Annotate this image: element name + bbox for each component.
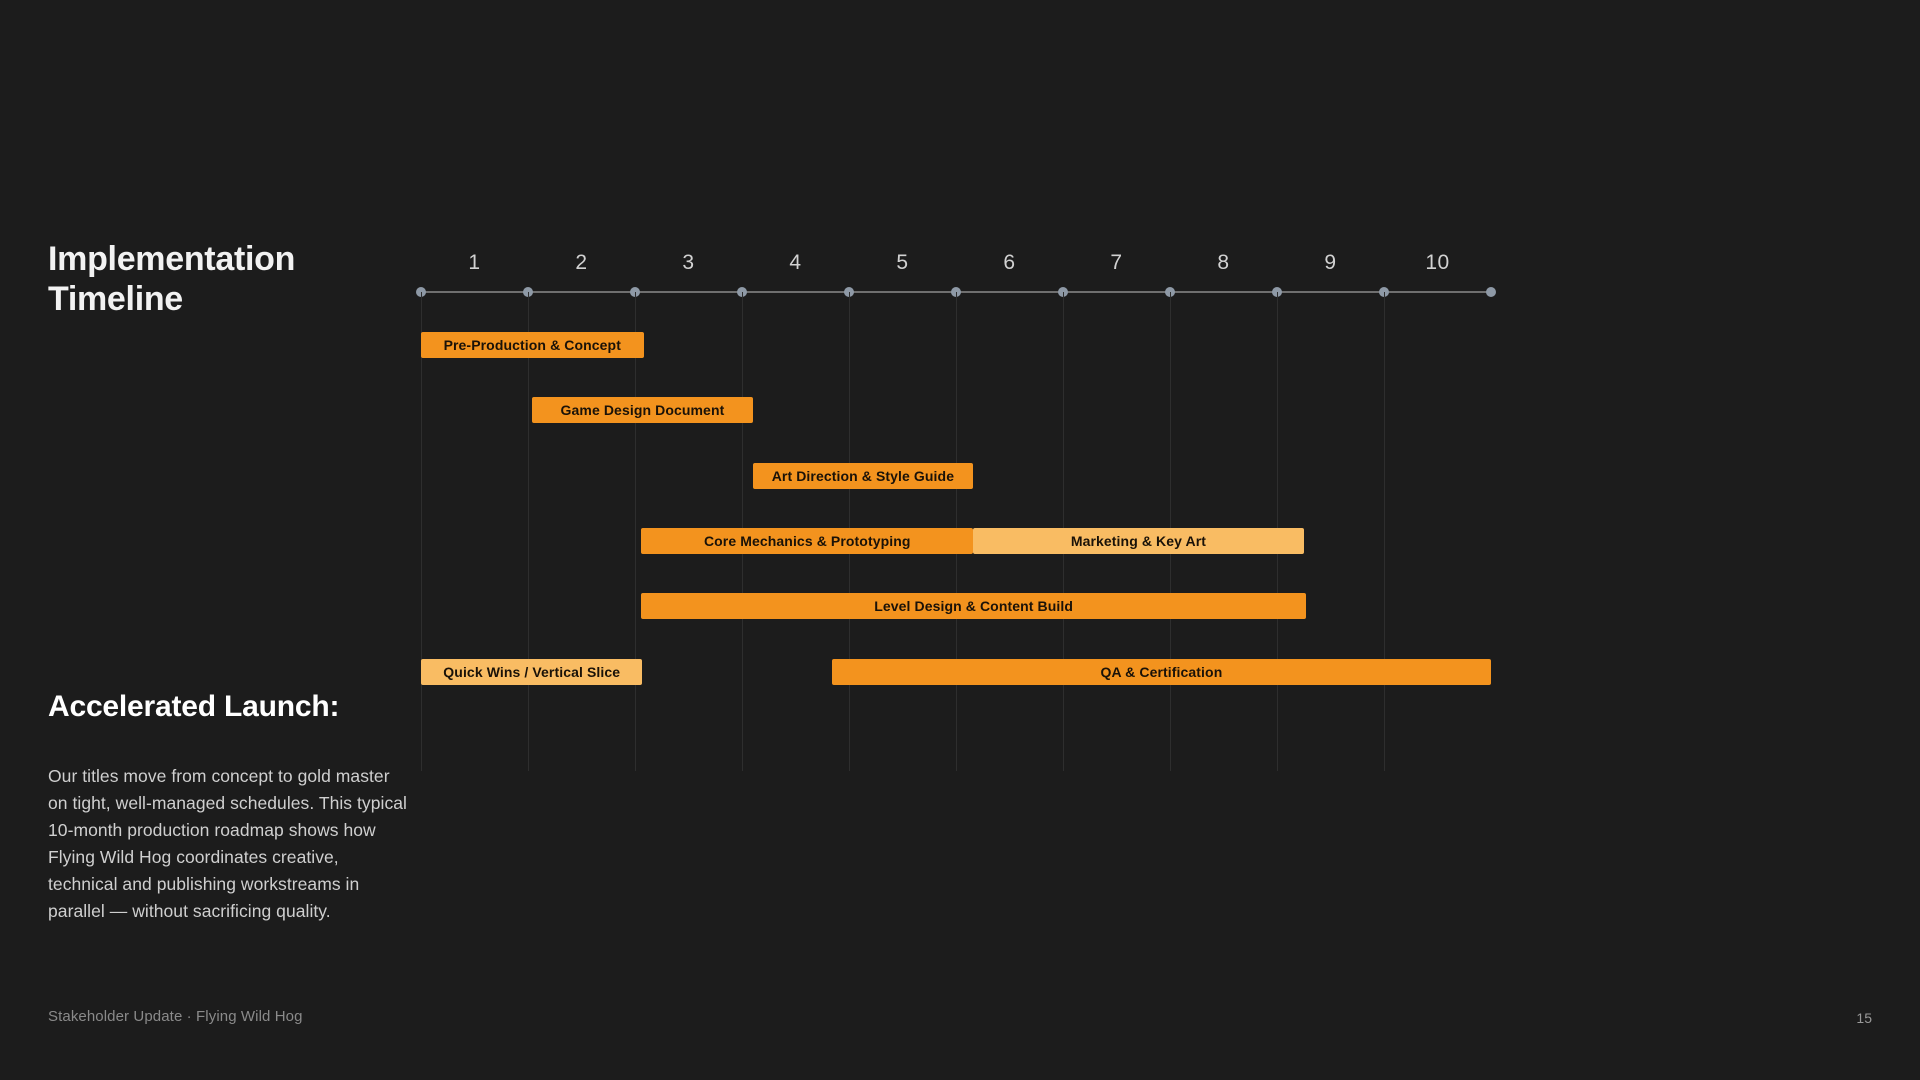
section-heading: Accelerated Launch:	[48, 690, 340, 723]
month-label: 2	[575, 251, 588, 274]
month-label: 1	[468, 251, 481, 274]
gantt-bar[interactable]: Art Direction & Style Guide	[752, 462, 974, 489]
month-label: 5	[896, 251, 909, 274]
month-label: 4	[789, 251, 802, 274]
gantt-bar[interactable]: Marketing & Key Art	[973, 527, 1304, 554]
month-label: 7	[1110, 251, 1123, 274]
month-label: 9	[1324, 251, 1337, 274]
grid-line	[1384, 292, 1385, 771]
page-title-line-1: Implementation	[48, 240, 296, 278]
grid-line	[635, 292, 636, 771]
page-title-line-2: Timeline	[48, 279, 183, 318]
month-label: 3	[682, 251, 695, 274]
gantt-bar[interactable]: Core Mechanics & Prototyping	[641, 527, 974, 554]
gantt-bar[interactable]: Quick Wins / Vertical Slice	[421, 658, 643, 685]
gantt-bar[interactable]: QA & Certification	[831, 658, 1491, 685]
gantt-bar[interactable]: Pre-Production & Concept	[421, 332, 644, 358]
axis-dot	[1486, 287, 1496, 297]
footer-note: Stakeholder Update · Flying Wild Hog	[48, 1008, 303, 1025]
gantt-bar[interactable]: Game Design Document	[532, 397, 753, 424]
body-paragraph: Our titles move from concept to gold mas…	[48, 766, 407, 921]
gantt-bar[interactable]: Level Design & Content Build	[641, 593, 1306, 620]
page-title: Implementation Timeline	[48, 240, 478, 320]
grid-line	[528, 292, 529, 771]
month-label: 10	[1425, 251, 1450, 274]
grid-line	[421, 292, 422, 771]
page-number: 15	[1856, 1010, 1872, 1026]
month-label: 8	[1217, 251, 1230, 274]
month-label: 6	[1003, 251, 1016, 274]
